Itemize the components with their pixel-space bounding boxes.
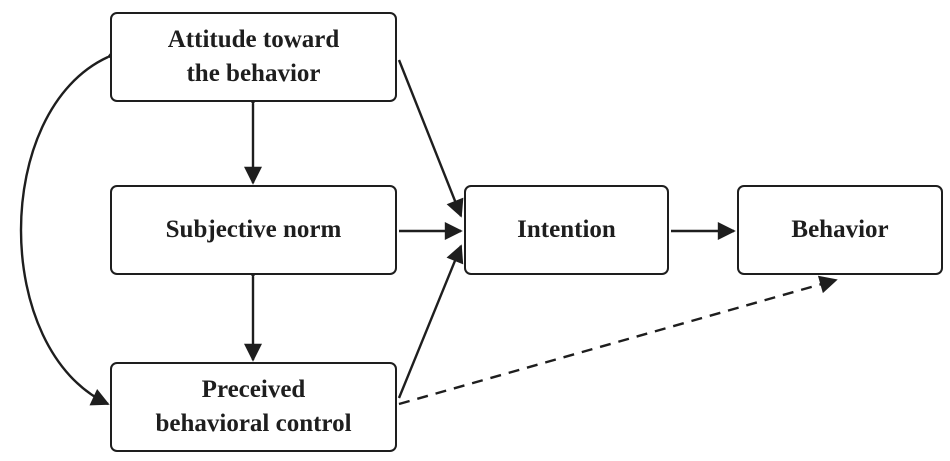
node-behavior: Behavior (737, 185, 943, 275)
curved-arrow-attitude-perceived (19, 42, 127, 406)
node-intention-label: Intention (517, 216, 616, 243)
node-perceived-control-label: Preceived behavioral control (155, 376, 352, 437)
arrow-perceived-to-intention (397, 244, 464, 399)
dashed-arrow-perceived-to-behavior (398, 275, 838, 406)
node-attitude-toward-behavior: Attitude toward the behavior (110, 12, 397, 102)
node-behavior-label: Behavior (791, 216, 889, 243)
arrow-attitude-to-intention (397, 59, 464, 218)
node-attitude-label: Attitude toward the behavior (167, 26, 340, 87)
node-subjective-norm: Subjective norm (110, 185, 397, 275)
node-intention: Intention (464, 185, 669, 275)
node-subjective-norm-label: Subjective norm (165, 216, 342, 243)
node-perceived-behavioral-control: Preceived behavioral control (110, 362, 397, 452)
